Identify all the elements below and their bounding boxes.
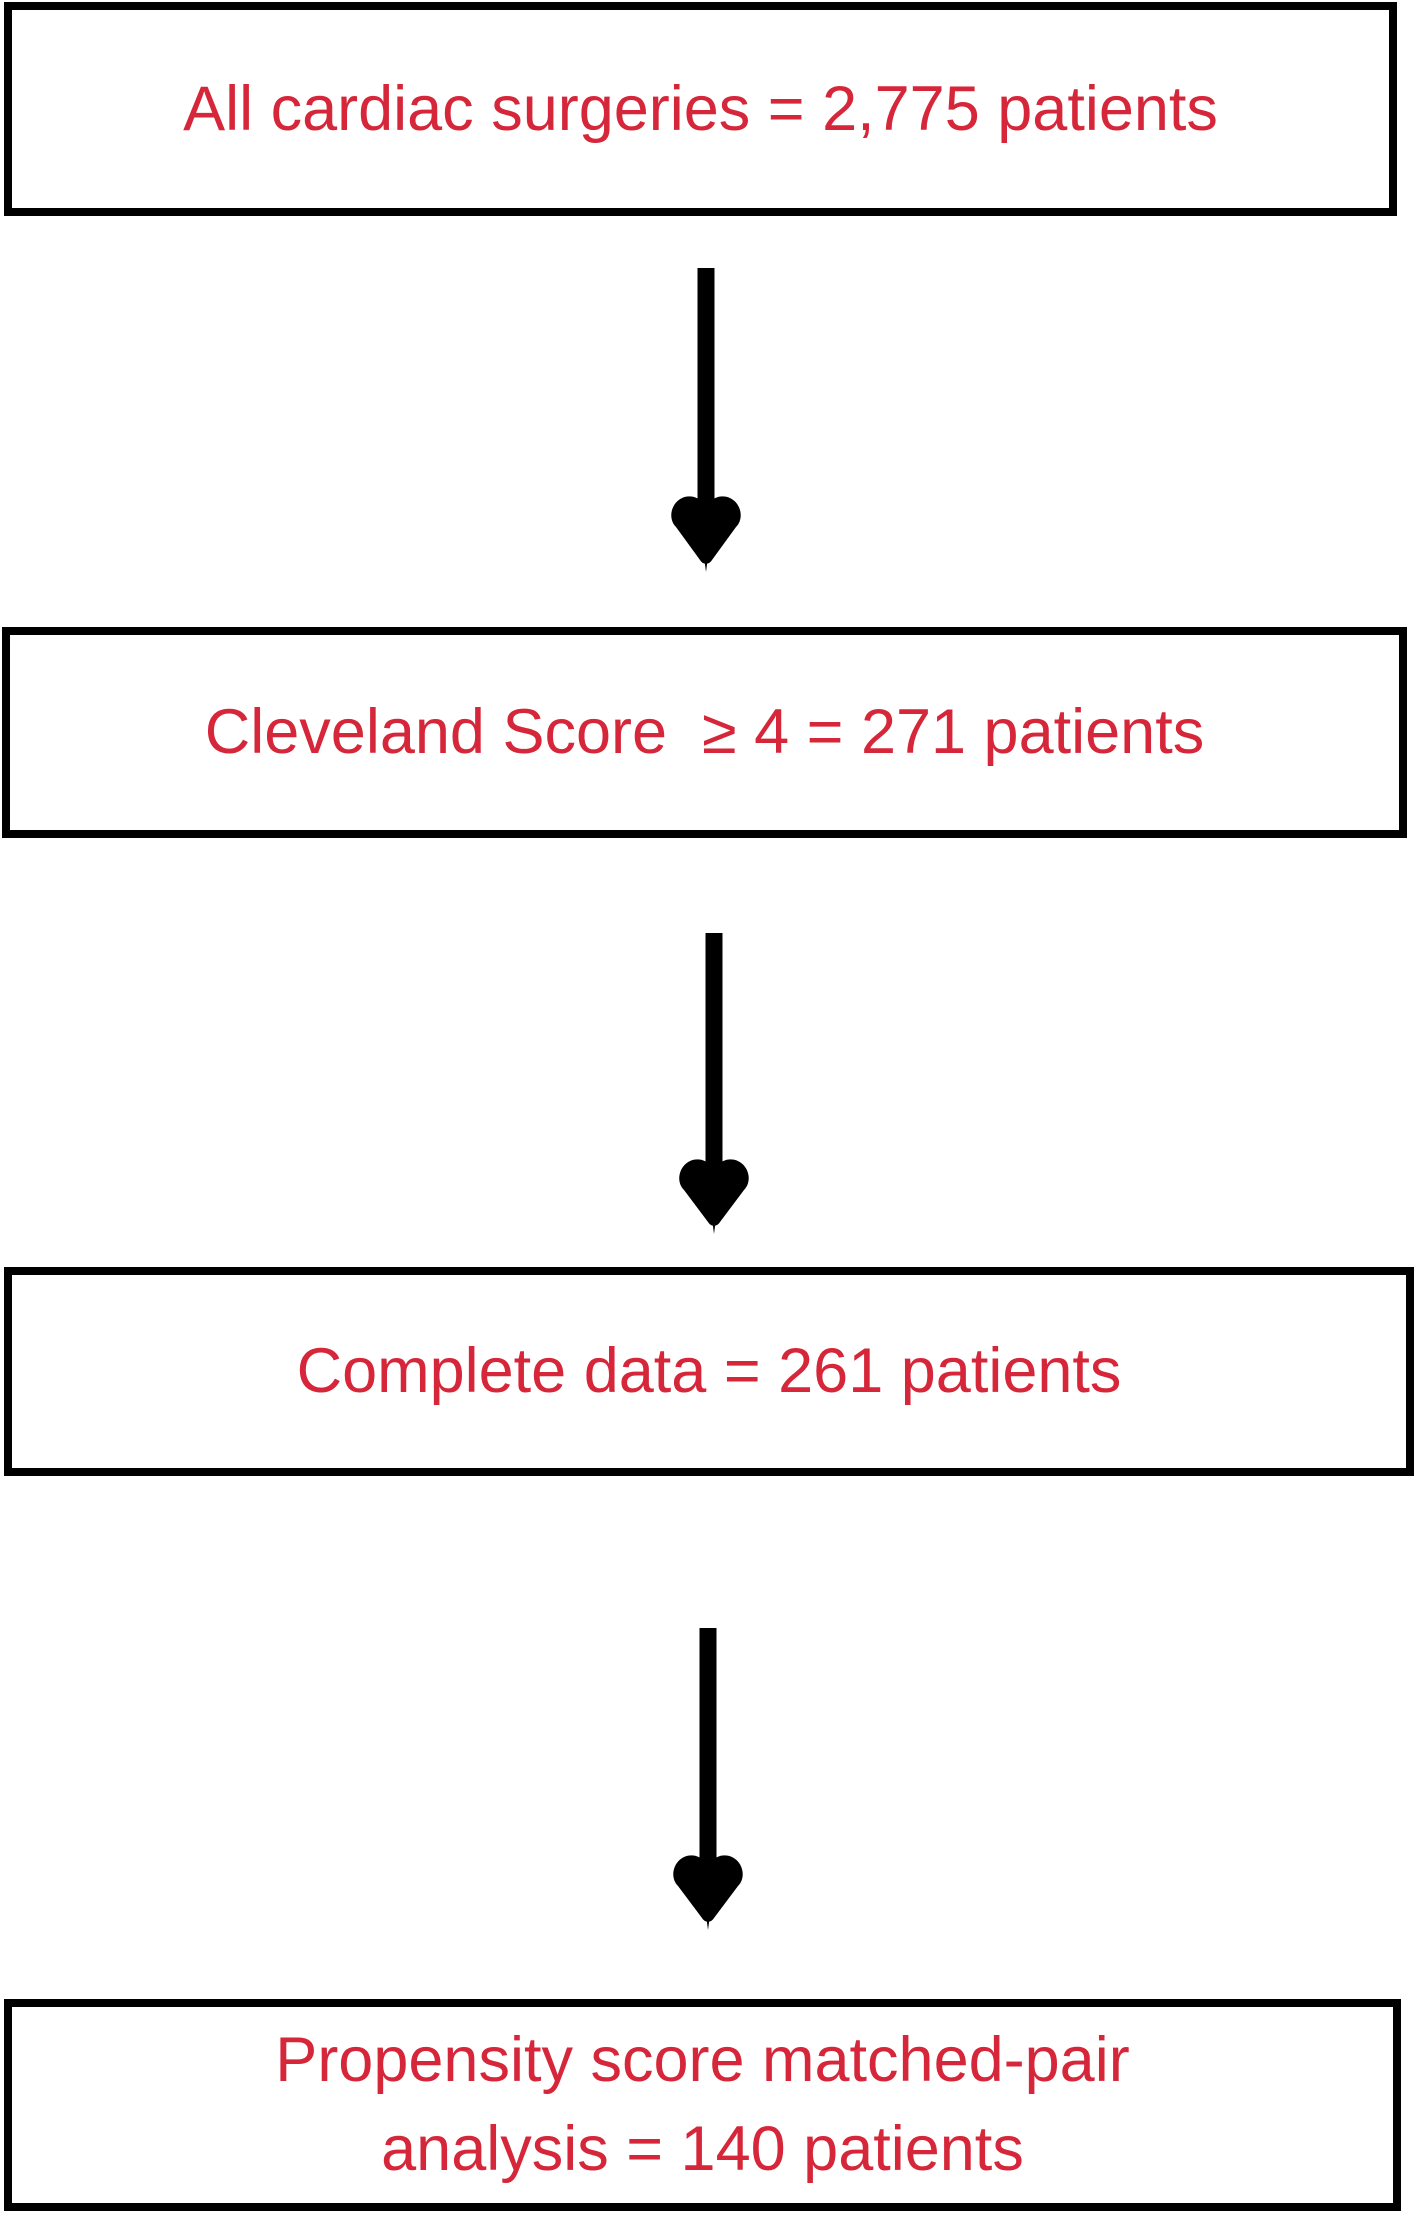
flow-node-all-cardiac-surgeries: All cardiac surgeries = 2,775 patients <box>4 2 1397 216</box>
flow-node-label: Propensity score matched-pair analysis =… <box>275 2024 1130 2184</box>
flow-node-label: All cardiac surgeries = 2,775 patients <box>183 73 1218 144</box>
flow-node-cleveland-score: Cleveland Score ≥ 4 = 271 patients <box>2 627 1407 838</box>
flow-node-propensity-score-matched-pair-analysis: Propensity score matched-pair analysis =… <box>4 1999 1401 2211</box>
flow-node-label: Complete data = 261 patients <box>296 1336 1122 1407</box>
arrow-down-icon <box>666 1628 750 1930</box>
arrow-down-icon <box>664 268 748 572</box>
flow-node-complete-data: Complete data = 261 patients <box>4 1267 1414 1476</box>
arrow-down-icon <box>672 933 756 1234</box>
flow-node-label: Cleveland Score ≥ 4 = 271 patients <box>204 697 1205 768</box>
